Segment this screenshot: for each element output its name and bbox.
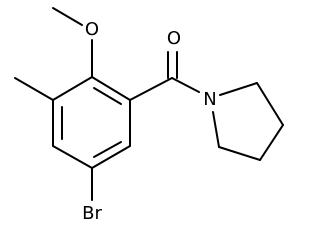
bromine-label: Br [82, 203, 102, 224]
ring-bond-c4-c5 [52, 145, 93, 169]
nitrogen-label: N [203, 89, 216, 110]
methoxy-oxygen-label: O [85, 19, 99, 40]
ring-bond-c3-c4 [91, 145, 131, 169]
ring-bond-c6-c1 [52, 76, 93, 101]
pyrrolidine-bond-c5-n [212, 111, 220, 148]
bond-methoxy-oxygen-to-methyl [52, 7, 83, 26]
pyrrolidine-bond-c3-c4 [259, 124, 284, 161]
chemical-structure-diagram: O Br O N [14, 7, 284, 224]
benzene-ring [52, 76, 131, 169]
bond-carbonyl-to-nitrogen [171, 77, 200, 93]
bond-ring-to-carbonyl-carbon [129, 77, 173, 101]
ring-inner-double-bond-2 [93, 141, 122, 158]
pyrrolidine-bond-n-c2 [219, 82, 258, 96]
bond-ring-to-methyl [14, 77, 54, 101]
ring-inner-double-bond-1 [93, 87, 122, 105]
ring-bond-c1-c2 [91, 76, 131, 101]
pyrrolidine-bond-c4-c5 [218, 146, 261, 161]
pyrrolidine-bond-c2-c3 [256, 82, 284, 126]
pyrrolidine-ring [212, 82, 284, 161]
carbonyl-oxygen-label: O [167, 28, 181, 49]
